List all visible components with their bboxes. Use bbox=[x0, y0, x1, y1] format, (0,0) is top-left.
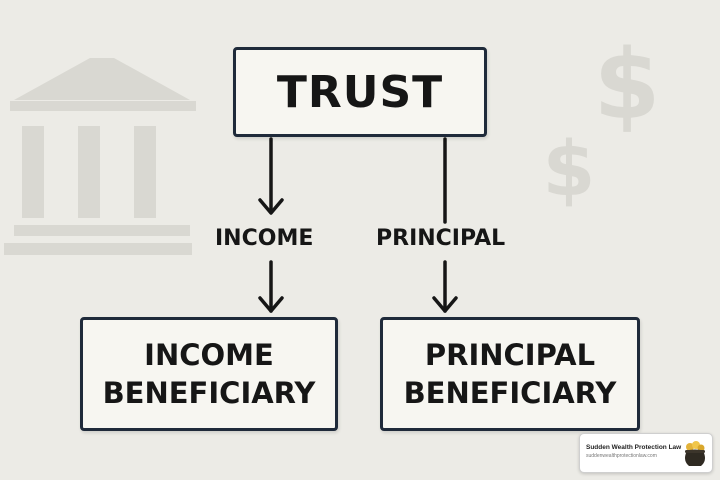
watermark-title: Sudden Wealth Protection Law bbox=[586, 444, 682, 451]
trust-node-label: TRUST bbox=[276, 66, 444, 118]
watermark-badge: Sudden Wealth Protection Law suddenwealt… bbox=[579, 433, 713, 473]
edge-label-income: INCOME bbox=[209, 226, 320, 251]
dollar-sign-icon: $ bbox=[594, 29, 661, 141]
arrow-principal-lower-head bbox=[432, 296, 458, 313]
income-beneficiary-line2: BENEFICIARY bbox=[102, 376, 316, 410]
principal-beneficiary-line2: BENEFICIARY bbox=[403, 376, 617, 410]
bank-building-icon bbox=[4, 58, 196, 255]
principal-beneficiary-line1: PRINCIPAL bbox=[424, 338, 596, 372]
arrow-income-lower-head bbox=[258, 296, 284, 313]
dollar-sign-icon: $ bbox=[543, 124, 596, 213]
edge-label-principal: PRINCIPAL bbox=[370, 226, 512, 251]
income-beneficiary-line1: INCOME bbox=[144, 338, 274, 372]
watermark-url: suddenwealthprotectionlaw.com bbox=[586, 453, 657, 459]
trust-node: TRUST bbox=[233, 47, 487, 137]
arrow-income-upper-head bbox=[258, 198, 284, 215]
pot-of-gold-icon bbox=[685, 441, 705, 466]
income-beneficiary-node: INCOME BENEFICIARY bbox=[80, 317, 338, 431]
principal-beneficiary-node: PRINCIPAL BENEFICIARY bbox=[380, 317, 640, 431]
